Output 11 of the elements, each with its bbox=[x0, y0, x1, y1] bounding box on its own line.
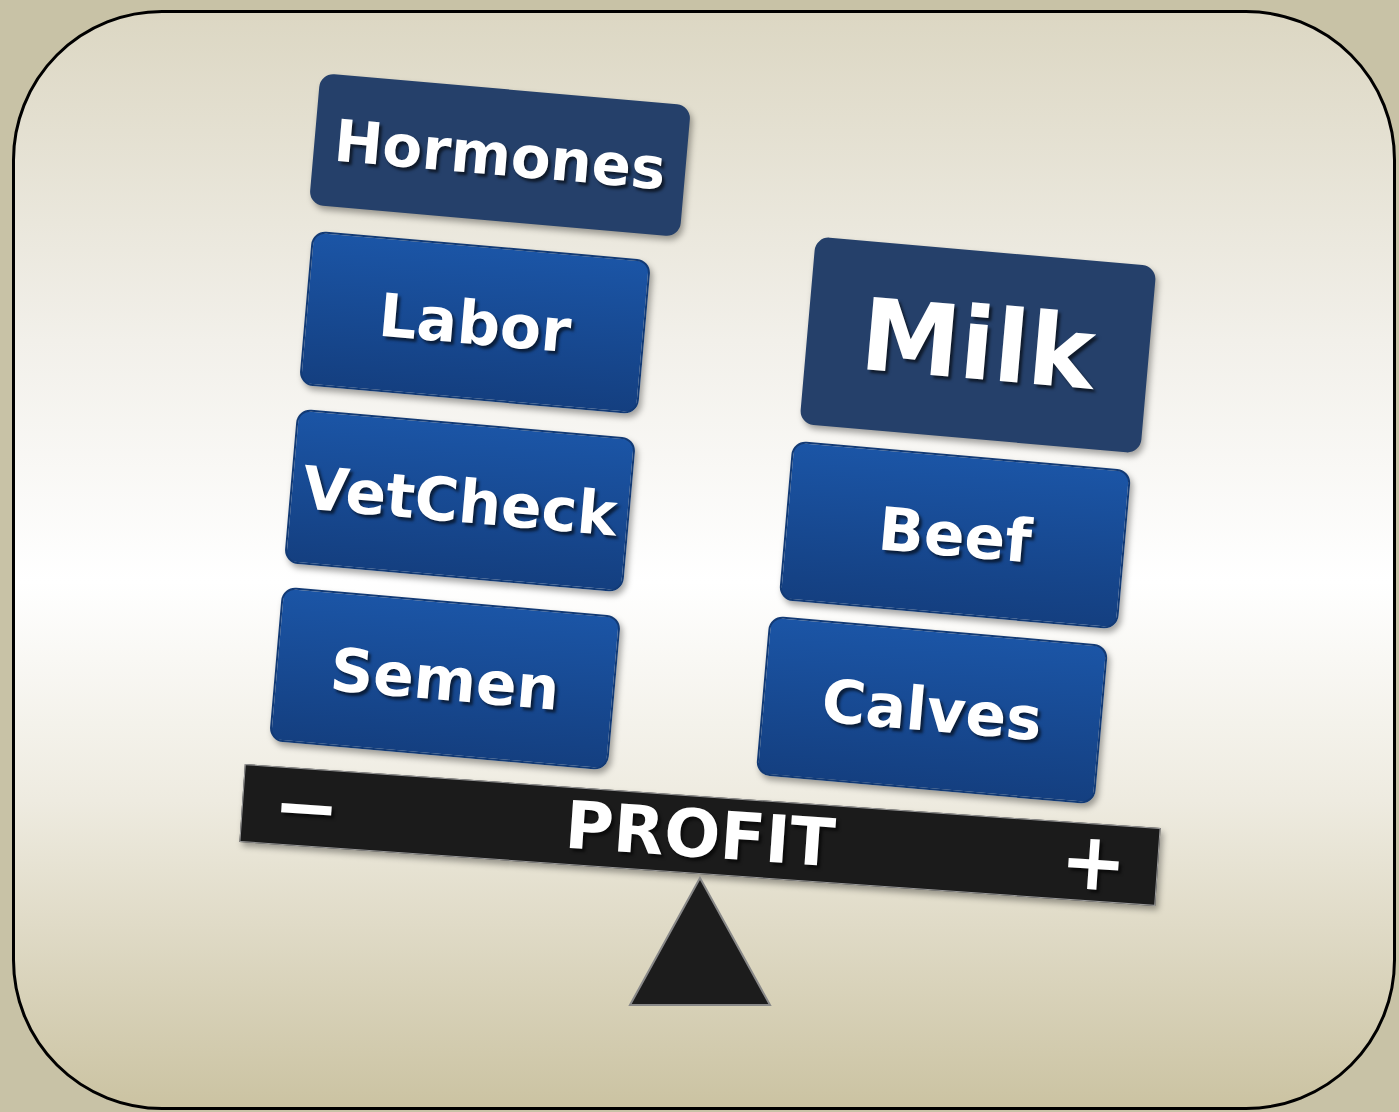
box-label: Milk bbox=[856, 284, 1100, 406]
beam-label: PROFIT bbox=[563, 792, 837, 878]
box-label: VetCheck bbox=[300, 456, 620, 544]
box-label: Semen bbox=[327, 638, 563, 718]
plus-sign: + bbox=[1057, 820, 1130, 905]
box-label: Labor bbox=[376, 283, 574, 361]
minus-sign: − bbox=[270, 765, 343, 850]
box-label: Hormones bbox=[331, 111, 669, 199]
box-label: Beef bbox=[876, 498, 1034, 572]
fulcrum-triangle bbox=[628, 876, 772, 1006]
box-label: Calves bbox=[819, 670, 1045, 750]
